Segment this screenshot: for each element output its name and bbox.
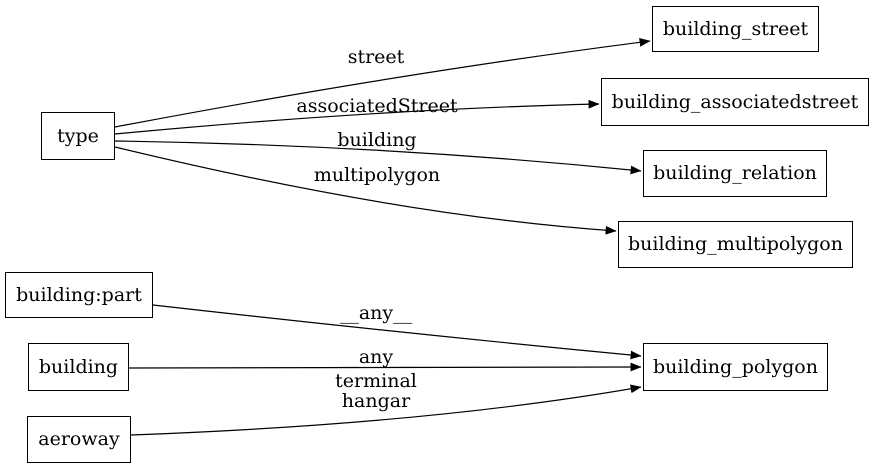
edge-label-street: street: [347, 46, 405, 68]
node-building-relation: building_relation: [643, 150, 827, 197]
edge-label-any-building: __any__: [339, 346, 413, 368]
node-building-multipolygon: building_multipolygon: [618, 221, 853, 268]
edge-label-any-building-part: __any__: [339, 302, 413, 324]
edge-type-building-multipolygon: [114, 146, 617, 235]
edge-label-associatedstreet: associatedStreet: [296, 95, 458, 117]
node-building-street: building_street: [652, 6, 819, 52]
edge-building-building-polygon: [128, 362, 642, 372]
node-building-part: building:part: [5, 272, 153, 318]
node-building: building: [28, 343, 129, 391]
node-building-associatedstreet: building_associatedstreet: [601, 78, 869, 126]
node-type: type: [41, 112, 115, 160]
edge-building-part-building-polygon: [152, 304, 642, 360]
edge-type-building-associatedstreet: [114, 99, 600, 135]
edge-type-building-street: [114, 37, 651, 128]
node-aeroway: aeroway: [27, 416, 131, 463]
node-building-polygon: building_polygon: [643, 343, 828, 391]
edge-label-terminal-hangar: terminal hangar: [335, 370, 417, 412]
edge-label-multipolygon: multipolygon: [313, 164, 441, 186]
edge-aeroway-building-polygon: [130, 384, 642, 436]
edge-label-building: building: [337, 129, 417, 151]
edge-type-building-relation: [114, 140, 642, 175]
